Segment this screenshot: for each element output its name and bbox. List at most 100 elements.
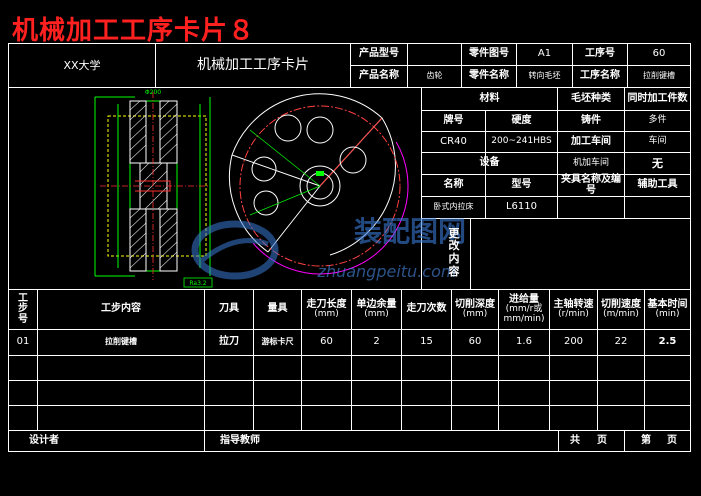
- pass-count-header-label: 走刀次数: [406, 303, 447, 315]
- product-model-value: [408, 44, 461, 65]
- feed-length-header-label: 走刀长度: [306, 298, 347, 310]
- table-cell: [302, 356, 351, 381]
- blank-type-label: 毛坯种类: [571, 92, 611, 104]
- watermark-logo: [191, 220, 279, 280]
- step-content-header: 工步内容: [38, 290, 204, 329]
- part-name-label: 零件名称: [469, 70, 509, 82]
- table-cell: [352, 381, 401, 406]
- equipment-label: 设备: [479, 157, 500, 169]
- table-cell: [205, 406, 253, 431]
- parts-count-value: 多件: [648, 115, 667, 126]
- table-cell: [402, 406, 451, 431]
- school-name: XX大学: [63, 58, 101, 72]
- table-cell: [205, 381, 253, 406]
- table-cell: [645, 406, 690, 431]
- watermark-brand: 装配图网: [353, 215, 466, 249]
- feed-rate-unit: (mm/r或mm/min): [503, 304, 545, 324]
- table-cell: 200: [563, 336, 584, 348]
- table-cell: [402, 356, 451, 381]
- basic-time-unit: (min): [655, 309, 680, 320]
- feed-rate-header: 进给量(mm/r或mm/min): [499, 290, 549, 329]
- table-cell: [550, 356, 597, 381]
- step-no-header-label: 工步号: [18, 292, 28, 325]
- table-cell: [598, 406, 644, 431]
- table-cell: [9, 381, 37, 406]
- hardness-value: 200~241HBS: [491, 136, 552, 147]
- part-name-value: 转向毛坯: [528, 71, 561, 81]
- cut-depth-header-label: 切削深度: [455, 298, 495, 310]
- table-cell: [9, 406, 37, 431]
- aux-tool-label: 辅助工具: [637, 179, 678, 191]
- workshop-label: 加工车间: [571, 135, 611, 147]
- cutting-speed-header-label: 切削速度: [601, 298, 641, 310]
- table-cell: [499, 356, 549, 381]
- pass-count-header: 走刀次数: [402, 290, 451, 329]
- process-no-value: 60: [652, 48, 666, 60]
- equipment-name-value: 卧式内拉床: [433, 202, 474, 212]
- table-cell: [550, 406, 597, 431]
- step-content-header-label: 工步内容: [101, 303, 141, 315]
- spindle-speed-unit: (r/min): [558, 309, 589, 320]
- measuring-tool-header: 量具: [254, 290, 301, 329]
- model-label: 型号: [511, 179, 532, 191]
- table-cell: [9, 356, 37, 381]
- machine-workshop-label: 机加车间: [572, 157, 609, 168]
- table-cell: [499, 381, 549, 406]
- parts-count-label: 同时加工件数: [627, 92, 688, 104]
- table-cell: [254, 381, 301, 406]
- cutting-speed-unit: (m/min): [603, 309, 639, 320]
- table-cell: [598, 356, 644, 381]
- material-label: 材料: [479, 92, 500, 104]
- basic-time-header: 基本时间(min): [645, 290, 690, 329]
- cutting-speed-header: 切削速度(m/min): [598, 290, 644, 329]
- product-name-value: 齿轮: [426, 71, 443, 81]
- equipment-model-value: L6110: [505, 201, 538, 213]
- process-name-value: 拉削键槽: [643, 71, 675, 81]
- table-cell: [302, 381, 351, 406]
- cut-depth-unit: (mm): [462, 309, 488, 320]
- revision-label: 更改内容: [448, 226, 460, 278]
- table-cell: [38, 406, 204, 431]
- total-label: 共: [570, 434, 580, 446]
- product-model-label: 产品型号: [359, 48, 399, 60]
- page-label: 第: [641, 434, 651, 446]
- measuring-tool-header-label: 量具: [267, 303, 288, 315]
- name-label: 名称: [443, 179, 464, 191]
- table-cell: [302, 406, 351, 431]
- table-cell: 拉刀: [219, 336, 239, 348]
- table-cell: [598, 381, 644, 406]
- watermark-url: zhuangpeitu.com: [317, 261, 457, 281]
- designer-label: 设计者: [29, 434, 59, 446]
- card-name: 机械加工工序卡片: [197, 57, 309, 74]
- hardness-label: 硬度: [511, 114, 532, 126]
- total-page-unit: 页: [597, 434, 607, 446]
- feed-length-header: 走刀长度(mm): [302, 290, 351, 329]
- table-cell: [254, 406, 301, 431]
- table-cell: 1.6: [516, 336, 532, 348]
- cutting-tool-header-label: 刀具: [219, 303, 239, 315]
- dimension-label: Φ200: [145, 89, 161, 96]
- table-cell: [499, 406, 549, 431]
- basic-time-header-label: 基本时间: [647, 298, 688, 310]
- table-cell: 2.5: [658, 336, 677, 348]
- page-unit: 页: [667, 434, 677, 446]
- gear-section-view: Ra3.2 Φ200: [94, 89, 213, 288]
- cut-depth-header: 切削深度(mm): [452, 290, 498, 329]
- table-cell: [452, 406, 498, 431]
- single-allowance-unit: (mm): [364, 309, 389, 320]
- table-cell: 60: [468, 336, 482, 348]
- none-value: 无: [652, 156, 663, 170]
- single-allowance-header: 单边余量(mm): [352, 290, 401, 329]
- table-cell: [645, 381, 690, 406]
- single-allowance-header-label: 单边余量: [356, 298, 397, 310]
- workshop-value: 车间: [648, 136, 667, 147]
- feed-length-unit: (mm): [314, 309, 339, 320]
- table-cell: [550, 381, 597, 406]
- table-cell: [352, 356, 401, 381]
- step-no-header: 工步号: [9, 290, 37, 329]
- page-title: 机械加工工序卡片８: [12, 16, 256, 46]
- table-cell: [38, 381, 204, 406]
- table-cell: [352, 406, 401, 431]
- roughness-label: Ra3.2: [189, 280, 206, 287]
